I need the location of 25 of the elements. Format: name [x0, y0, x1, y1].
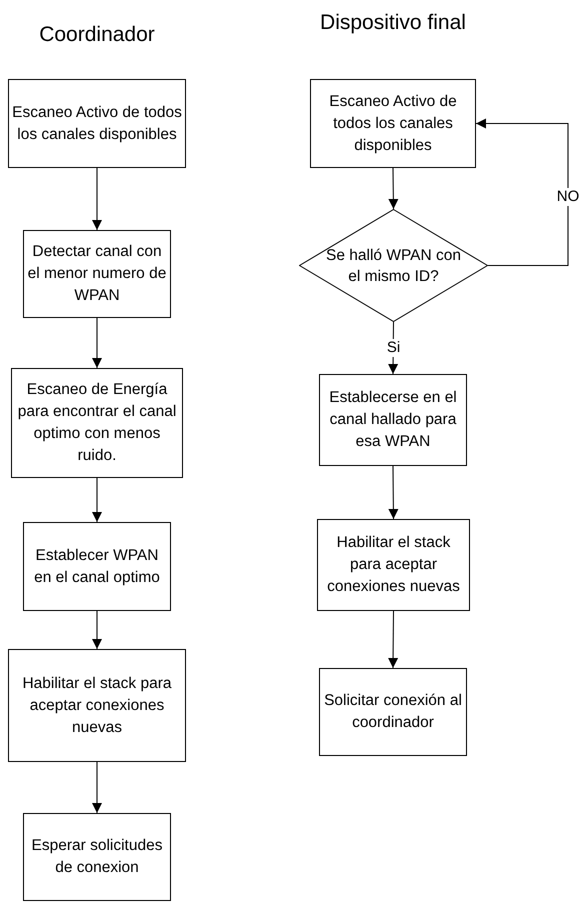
decision-text: Se halló WPAN con el mismo ID?	[325, 246, 462, 286]
arrow	[92, 478, 102, 522]
process-box: Establecer WPAN en el canal optimo	[23, 522, 171, 611]
arrow	[388, 466, 398, 520]
process-box: Detectar canal con el menor numero de WPAN	[23, 230, 171, 318]
process-box: Habilitar el stack para aceptar conexiones nuevas	[317, 519, 470, 611]
process-box: Habilitar el stack para aceptar conexiones nuevas	[8, 649, 186, 762]
process-box: Solicitar conexión al coordinador	[319, 668, 467, 756]
edge-label: NO	[556, 188, 580, 206]
arrow	[92, 762, 102, 814]
arrow	[388, 610, 398, 668]
arrow	[92, 610, 102, 650]
process-box: Escaneo Activo de todos los canales disponibles	[310, 79, 476, 168]
edge-label: Si	[386, 339, 402, 357]
column-heading: Coordinador	[38, 22, 156, 48]
process-box: Escaneo de Energía para encontrar el canal optimo con menos ruido.	[11, 368, 183, 478]
arrow	[388, 322, 398, 374]
arrow	[92, 318, 102, 368]
process-box: Establecerse en el canal hallado para esa WPAN	[319, 374, 467, 466]
column-heading: Dispositivo final	[319, 10, 467, 36]
arrow	[476, 118, 568, 266]
process-box: Esperar solicitudes de conexion	[23, 813, 171, 901]
arrow	[92, 168, 102, 230]
process-box: Escaneo Activo de todos los canales disponibles	[8, 79, 186, 168]
arrow	[388, 168, 398, 210]
